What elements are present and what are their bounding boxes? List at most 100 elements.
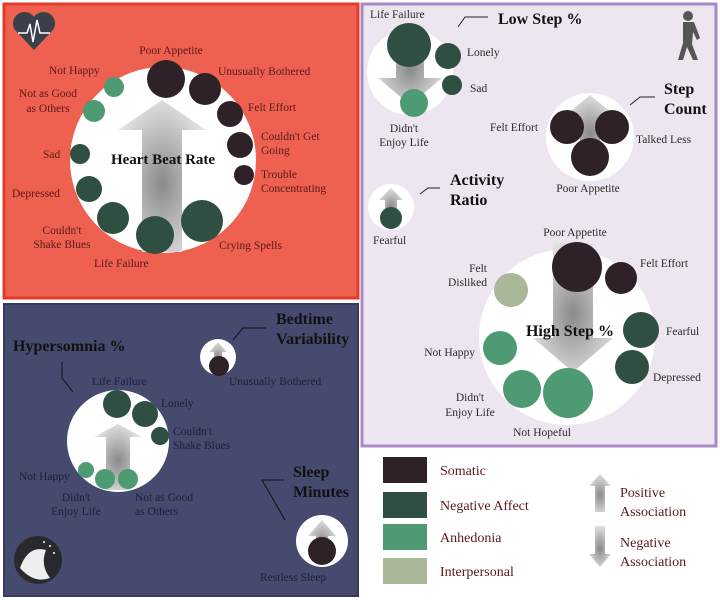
node-life-failure xyxy=(103,390,131,418)
high-step-title: High Step % xyxy=(526,323,614,340)
label: Unusually Bothered xyxy=(229,376,322,388)
node-trouble-concentrating xyxy=(234,165,254,185)
node-unusually-bothered xyxy=(189,73,221,105)
bedtime-title: Variability xyxy=(276,331,349,348)
node-not-as-good xyxy=(83,100,105,122)
label: Sad xyxy=(470,83,488,95)
label: Fearful xyxy=(373,235,406,247)
label: Depressed xyxy=(653,372,701,384)
label: Enjoy Life xyxy=(51,506,101,518)
node-felt-effort xyxy=(605,262,637,294)
leader-line xyxy=(61,362,74,393)
label: Enjoy Life xyxy=(379,137,429,149)
label: as Others xyxy=(26,103,70,115)
label: Not as Good xyxy=(135,492,193,504)
node-sad xyxy=(70,144,90,164)
step-count-title: Step xyxy=(664,81,694,98)
negative-arrow-icon xyxy=(589,526,611,567)
legend-label: Interpersonal xyxy=(440,565,514,580)
node-poor-appetite xyxy=(571,138,609,176)
node-unusually-bothered xyxy=(209,356,229,376)
legend-label: Association xyxy=(620,505,686,520)
label: Poor Appetite xyxy=(139,45,203,57)
node-not-happy xyxy=(104,77,124,97)
node-sad xyxy=(442,75,462,95)
node-restless-sleep xyxy=(308,537,336,565)
step-panel: Low Step % Life Failure Lonely Sad Didn'… xyxy=(360,2,718,448)
label: Poor Appetite xyxy=(543,227,607,239)
positive-arrow-icon xyxy=(589,474,611,512)
leader-line xyxy=(629,96,655,106)
label: Life Failure xyxy=(94,258,149,270)
low-step-title: Low Step % xyxy=(498,11,582,28)
leader-line xyxy=(457,16,488,28)
label: Felt Effort xyxy=(640,258,689,270)
node-couldnt-shake xyxy=(151,427,169,445)
activity-ratio-title: Ratio xyxy=(450,192,487,209)
legend-label: Association xyxy=(620,555,686,570)
node-fearful xyxy=(623,312,659,348)
label: Couldn't xyxy=(42,225,82,237)
node-didnt-enjoy xyxy=(503,370,541,408)
label: Couldn't Get xyxy=(261,131,320,143)
node-not-happy xyxy=(483,331,517,365)
node-couldnt-get-going xyxy=(227,132,253,158)
label: Life Failure xyxy=(92,376,147,388)
activity-ratio-title: Activity xyxy=(450,172,504,189)
label: Sad xyxy=(43,149,61,161)
label: Concentrating xyxy=(261,183,326,195)
node-didnt-enjoy xyxy=(400,89,428,117)
label: Talked Less xyxy=(636,134,692,146)
label: Not Hopeful xyxy=(513,427,571,439)
node-poor-appetite xyxy=(552,242,602,292)
label: Didn't xyxy=(390,123,419,135)
label: Not Happy xyxy=(424,347,475,359)
label: Going xyxy=(261,145,290,157)
legend-label: Positive xyxy=(620,486,665,501)
positive-arrow-icon xyxy=(209,342,227,370)
legend-swatch-negative-affect xyxy=(383,492,427,518)
node-life-failure xyxy=(387,23,431,67)
node-felt-effort xyxy=(217,101,243,127)
node-fearful xyxy=(380,207,402,229)
label: Didn't xyxy=(456,392,485,404)
label: Unusually Bothered xyxy=(218,66,311,78)
leader-line xyxy=(232,327,266,341)
node-depressed xyxy=(615,350,649,384)
leader-line xyxy=(261,479,286,521)
label: Fearful xyxy=(666,326,699,338)
label: Shake Blues xyxy=(33,239,91,251)
positive-arrow-icon xyxy=(566,95,614,165)
node-couldnt-shake-blues xyxy=(97,202,129,234)
label: Depressed xyxy=(12,188,60,200)
label: Life Failure xyxy=(370,9,425,21)
sleeping-person-icon xyxy=(14,536,62,584)
sleep-panel: Hypersomnia % Life Failure Lonely Couldn… xyxy=(3,303,359,597)
step-count-title: Count xyxy=(664,101,707,118)
label: Felt Effort xyxy=(490,122,539,134)
walking-person-icon xyxy=(678,11,700,60)
node-felt-effort xyxy=(550,110,584,144)
legend-label: Anhedonia xyxy=(440,531,502,546)
label: as Others xyxy=(135,506,179,518)
legend-swatch-somatic xyxy=(383,457,427,483)
label: Crying Spells xyxy=(219,240,282,252)
label: Poor Appetite xyxy=(556,183,620,195)
bedtime-title: Bedtime xyxy=(276,311,333,328)
label: Not as Good xyxy=(19,88,77,100)
legend-label: Negative Affect xyxy=(440,499,529,514)
label: Felt Effort xyxy=(248,102,297,114)
label: Restless Sleep xyxy=(260,572,326,584)
node-life-failure xyxy=(136,216,174,254)
node-not-hopeful xyxy=(543,368,593,418)
label: Felt xyxy=(469,263,488,275)
sleep-minutes-title: Sleep xyxy=(293,464,330,481)
node-felt-disliked xyxy=(494,273,528,307)
label: Not Happy xyxy=(49,65,100,77)
node-not-happy xyxy=(78,462,94,478)
node-lonely xyxy=(435,43,461,69)
label: Lonely xyxy=(467,47,500,59)
label: Couldn't xyxy=(173,426,213,438)
label: Disliked xyxy=(448,277,487,289)
